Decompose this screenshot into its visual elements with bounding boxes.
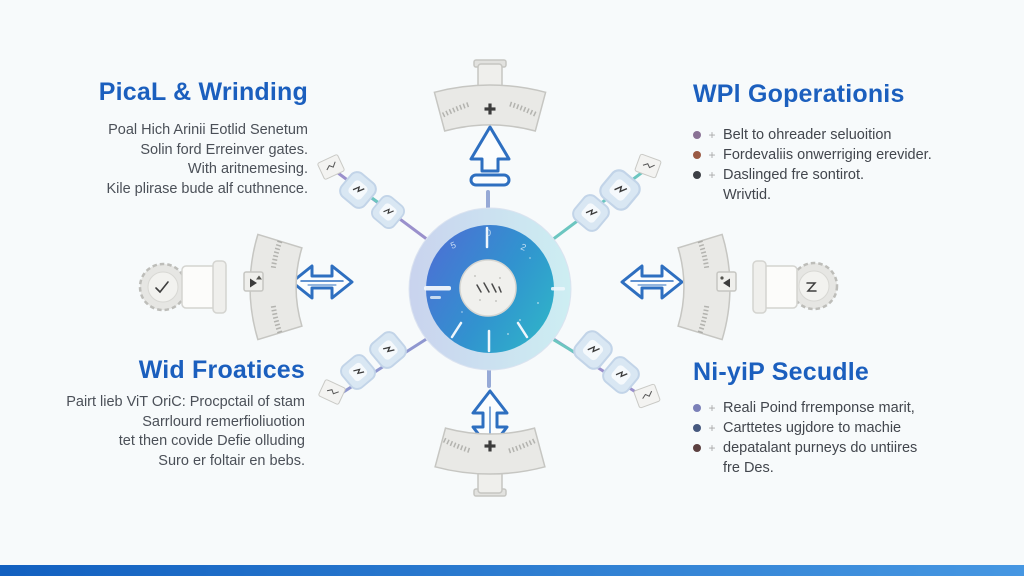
section-bottom-right: Ni-yiP Secudle + Reali Poind frremponse … xyxy=(693,358,998,478)
horizontal-double-arrow-icon-left xyxy=(290,264,354,300)
dial-dash-left xyxy=(424,286,451,291)
tag-icon xyxy=(317,154,345,180)
up-arrow-icon xyxy=(469,125,511,187)
section-heading-bottom-right: Ni-yiP Secudle xyxy=(693,358,870,386)
bullet-text: depatalant purneys do untiires xyxy=(723,440,918,456)
dial-specks xyxy=(461,257,539,335)
bullet-text: Carttetes ugjdore to machie xyxy=(723,420,902,436)
tag-icon xyxy=(634,153,662,179)
dial-hub xyxy=(459,259,517,317)
body-line: Kile plirase bude alf cuthnence. xyxy=(106,180,308,197)
svg-text:0: 0 xyxy=(486,228,491,238)
arc-stamp-top-icon xyxy=(433,59,547,132)
node-chain-bottom-right xyxy=(573,330,661,409)
section-bullets-bottom-right: + Reali Poind frremponse marit, + Cartte… xyxy=(693,398,998,478)
bullet-row: + depatalant purneys do untiires xyxy=(693,438,998,458)
central-diagram: 5 0 2 xyxy=(138,59,839,497)
node-chain-top-right xyxy=(572,153,662,232)
body-line: With aritnemesing. xyxy=(187,161,308,177)
body-line: tet then covide Defie olluding xyxy=(118,433,305,449)
bullet-row: + Fordevaliis onwerriging erevider. xyxy=(693,145,998,165)
plus-icon: + xyxy=(708,168,716,182)
horizontal-double-arrow-icon-right xyxy=(620,264,684,300)
bullet-dot xyxy=(693,151,701,159)
bullet-text: Fordevaliis onwerriging erevider. xyxy=(723,147,932,163)
bullet-text: Daslinged fre sontirot. xyxy=(723,167,865,183)
plus-icon: + xyxy=(708,148,716,162)
dial-dash-right xyxy=(551,287,565,291)
plus-icon: + xyxy=(708,401,716,415)
triangle-marker-icon xyxy=(723,278,730,288)
arc-stamp-right-icon xyxy=(677,233,737,341)
bullet-text-continuation: fre Des. xyxy=(723,460,774,476)
triangle-marker-icon xyxy=(250,278,257,288)
node-chain-bottom-left xyxy=(318,331,407,405)
bullet-dot xyxy=(693,444,701,452)
dial-glyphs: 5 0 2 xyxy=(449,228,528,253)
svg-text:5: 5 xyxy=(449,240,457,251)
bullet-dot xyxy=(693,404,701,412)
section-heading-top-right: WPl Goperationis xyxy=(693,80,905,108)
body-line: Sarrlourd remerfioliuotion xyxy=(142,413,305,430)
bullet-dot xyxy=(693,131,701,139)
bullet-dot xyxy=(693,424,701,432)
arc-stamp-bottom-icon xyxy=(434,427,546,497)
plus-icon: + xyxy=(708,441,716,455)
arc-stamp-left-icon xyxy=(243,233,303,341)
section-body-bottom-left: Pairt lieb ViT OriC: Procpctail of stam … xyxy=(55,393,305,471)
section-bottom-left: Wid Froatices Pairt lieb ViT OriC: Procp… xyxy=(55,356,305,471)
section-top-left: PicaL & Wrinding Poal Hich Arinii Eotlid… xyxy=(55,78,308,199)
bottom-accent-bar xyxy=(0,565,1024,576)
tag-icon xyxy=(318,379,346,405)
tag-icon xyxy=(633,383,661,409)
bullet-dot xyxy=(693,171,701,179)
cross-icon xyxy=(484,440,496,452)
body-line: Poal Hich Arinii Eotlid Senetum xyxy=(108,122,308,138)
bullet-text: Belt to ohreader seluoition xyxy=(723,127,892,143)
section-bullets-top-right: + Belt to ohreader seluoition + Fordeval… xyxy=(693,125,998,205)
section-heading-bottom-left: Wid Froatices xyxy=(138,356,305,384)
node-chains xyxy=(317,153,662,409)
hub-scribble xyxy=(476,282,502,293)
svg-text:2: 2 xyxy=(519,242,527,253)
stamp-handle-right-icon xyxy=(752,260,839,314)
bullet-text: Reali Poind frremponse marit, xyxy=(723,400,915,416)
body-line: Suro er foltair en bebs. xyxy=(158,452,305,469)
body-line: Pairt lieb ViT OriC: Procpctail of stam xyxy=(66,394,305,410)
gauge-dial: 5 0 2 xyxy=(408,207,572,371)
section-heading-top-left: PicaL & Wrinding xyxy=(98,78,308,106)
bullet-row: + Daslinged fre sontirot. xyxy=(693,165,998,185)
stamp-handle-left-icon xyxy=(138,260,227,314)
bullet-row: + Reali Poind frremponse marit, xyxy=(693,398,998,418)
dial-ticks xyxy=(450,226,529,353)
plus-icon: + xyxy=(708,421,716,435)
section-top-right: WPl Goperationis + Belt to ohreader selu… xyxy=(693,80,998,205)
node-chain-top-left xyxy=(317,154,405,229)
section-body-top-left: Poal Hich Arinii Eotlid Senetum Solin fo… xyxy=(55,121,308,199)
bullet-row: + Carttetes ugjdore to machie xyxy=(693,418,998,438)
bullet-text-continuation: Wrivtid. xyxy=(723,187,772,203)
bullet-row: + Belt to ohreader seluoition xyxy=(693,125,998,145)
cross-icon xyxy=(484,103,496,115)
plus-icon: + xyxy=(708,128,716,142)
body-line: Solin ford Erreinver gates. xyxy=(140,141,308,158)
